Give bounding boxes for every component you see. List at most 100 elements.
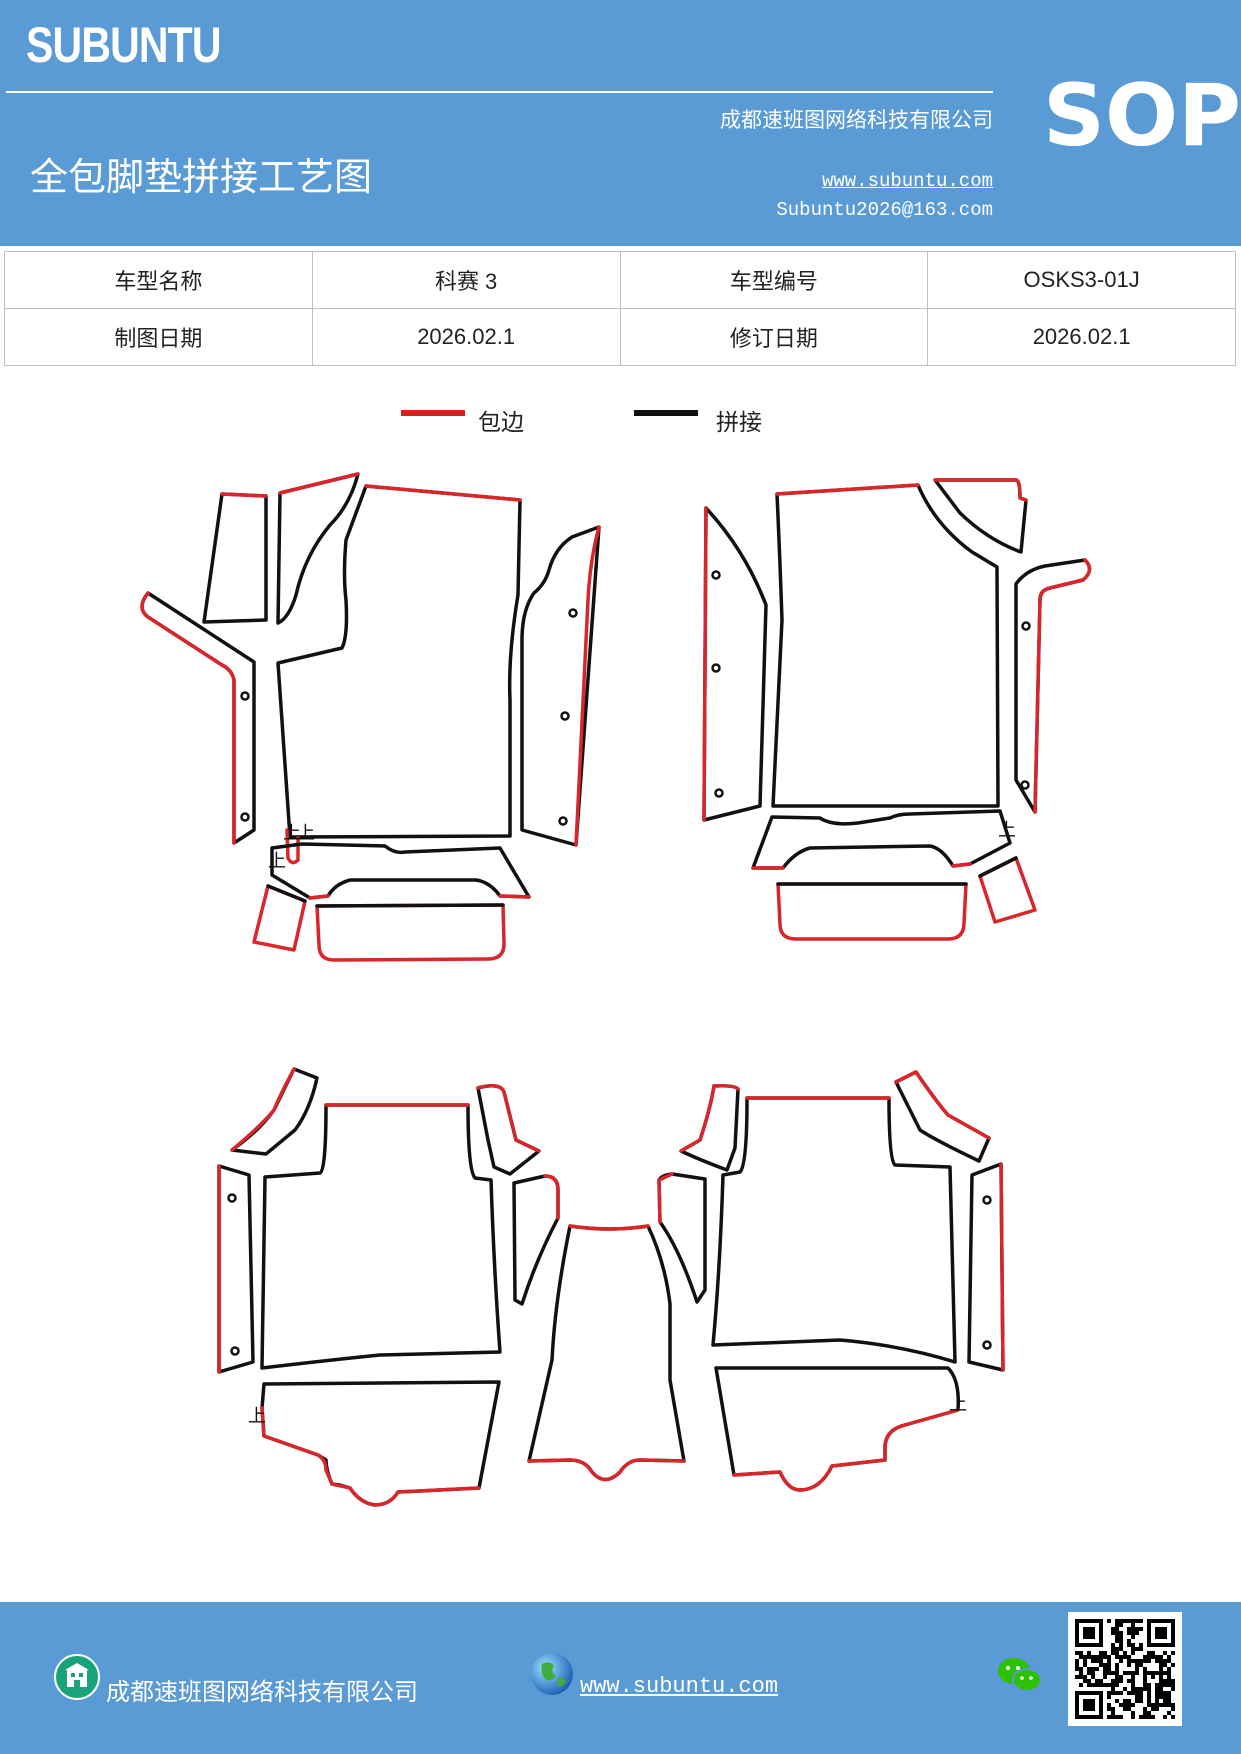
- edge-red: [712, 1084, 740, 1091]
- mat-piece: [520, 525, 601, 847]
- edge-red: [679, 1084, 716, 1153]
- mat-piece: [771, 483, 1000, 808]
- footer-band: 成都速班图网络科技有限公司 www.subuntu.com: [0, 1602, 1241, 1754]
- revise-date-value: 2026.02.1: [927, 308, 1236, 366]
- mount-hole: [1021, 621, 1031, 631]
- model-name-value: 科赛 3: [311, 251, 621, 309]
- edge-red: [951, 862, 972, 868]
- up-mark: 上: [297, 823, 315, 844]
- legend-label-edge: 包边: [478, 410, 524, 436]
- mat-piece: [476, 1084, 541, 1176]
- front-left-mat: [140, 472, 601, 962]
- brand-logo: SUBUNTU: [26, 17, 222, 73]
- mat-piece: [270, 842, 531, 900]
- rear-left-mat: [217, 1067, 560, 1507]
- sop-badge: SOP: [1043, 66, 1241, 166]
- header-band: SUBUNTU 成都速班图网络科技有限公司 全包脚垫拼接工艺图 www.subu…: [0, 0, 1241, 246]
- edge-seam: [266, 884, 307, 903]
- edge-red: [285, 828, 300, 865]
- mat-piece: [202, 492, 268, 624]
- edge-red: [732, 1408, 960, 1492]
- mat-piece: [315, 903, 506, 962]
- table-row: 制图日期 2026.02.1 修订日期 2026.02.1: [4, 308, 1236, 366]
- mat-piece: [978, 856, 1037, 924]
- model-name-label: 车型名称: [4, 251, 313, 309]
- legend-label-seam: 拼接: [716, 410, 762, 436]
- draw-date-value: 2026.02.1: [311, 308, 621, 366]
- rear-right-mat: [657, 1070, 1005, 1492]
- mat-piece: [751, 809, 1012, 870]
- qr-code-graphic: [1075, 1619, 1175, 1719]
- mat-piece: [140, 591, 256, 845]
- mat-piece: [714, 1366, 961, 1492]
- draw-date-label: 制图日期: [4, 308, 313, 366]
- edge-red: [702, 506, 708, 822]
- edge-red: [220, 492, 268, 498]
- globe-icon: [531, 1653, 573, 1695]
- edge-red: [568, 1224, 650, 1231]
- mount-hole: [1020, 780, 1030, 790]
- edge-red: [999, 1162, 1005, 1372]
- model-code-label: 车型编号: [619, 251, 929, 309]
- footer-website-link[interactable]: www.subuntu.com: [580, 1674, 779, 1699]
- mount-hole: [240, 812, 250, 822]
- mount-hole: [714, 788, 724, 798]
- mount-hole: [230, 1346, 240, 1356]
- up-mark: 上: [283, 823, 301, 844]
- revise-date-label: 修订日期: [619, 308, 929, 366]
- footer-company: 成都速班图网络科技有限公司: [106, 1678, 418, 1706]
- mount-hole: [711, 663, 721, 673]
- edge-red: [527, 1458, 686, 1482]
- edge-red: [775, 483, 920, 496]
- edge-red: [278, 472, 360, 495]
- mat-piece: [776, 882, 968, 941]
- rear-center-mat: [527, 1224, 686, 1482]
- mount-hole: [568, 608, 578, 618]
- mat-piece: [527, 1224, 686, 1482]
- mount-hole: [982, 1195, 992, 1205]
- up-mark: 上: [248, 1406, 266, 1427]
- edge-red: [230, 1067, 296, 1152]
- wechat-icon[interactable]: [996, 1654, 1044, 1696]
- mat-piece: [260, 1380, 501, 1507]
- company-name: 成都速班图网络科技有限公司: [720, 108, 993, 132]
- edge-seam: [315, 903, 505, 908]
- edge-seam: [978, 856, 1018, 878]
- mat-piece: [1014, 558, 1092, 814]
- info-table: 车型名称 科赛 3 车型编号 OSKS3-01J 制图日期 2026.02.1 …: [4, 251, 1236, 366]
- mat-piece: [933, 478, 1028, 554]
- website-link[interactable]: www.subuntu.com: [821, 170, 993, 192]
- mat-piece: [276, 472, 360, 625]
- mount-hole: [240, 691, 250, 701]
- mat-piece: [260, 1103, 502, 1370]
- mat-piece: [967, 1162, 1005, 1372]
- mount-hole: [560, 711, 570, 721]
- mount-hole: [558, 816, 568, 826]
- header-divider: [6, 91, 993, 93]
- mat-piece: [512, 1174, 560, 1306]
- edge-red: [140, 591, 236, 845]
- mat-piece: [276, 484, 522, 839]
- edge-red: [498, 894, 531, 899]
- building-icon: [54, 1654, 100, 1700]
- mat-piece: [702, 506, 768, 822]
- mat-piece: [679, 1084, 740, 1172]
- edge-red: [476, 1084, 541, 1153]
- mount-hole: [227, 1193, 237, 1203]
- edge-red: [933, 478, 1028, 502]
- up-mark: 上: [268, 851, 286, 872]
- mat-piece: [894, 1070, 991, 1163]
- mount-hole: [711, 570, 721, 580]
- edge-red: [260, 1406, 481, 1507]
- mat-piece: [711, 1096, 957, 1364]
- up-mark: 上: [998, 820, 1016, 841]
- legend: 包边 拼接: [0, 395, 1241, 445]
- edge-red: [657, 1172, 674, 1224]
- edge-red: [574, 525, 601, 847]
- table-row: 车型名称 科赛 3 车型编号 OSKS3-01J: [4, 251, 1236, 309]
- email-address: Subuntu2026@163.com: [776, 199, 993, 221]
- mat-piece: [252, 884, 307, 952]
- legend-red-line: [401, 410, 465, 416]
- qr-code: [1068, 1612, 1182, 1726]
